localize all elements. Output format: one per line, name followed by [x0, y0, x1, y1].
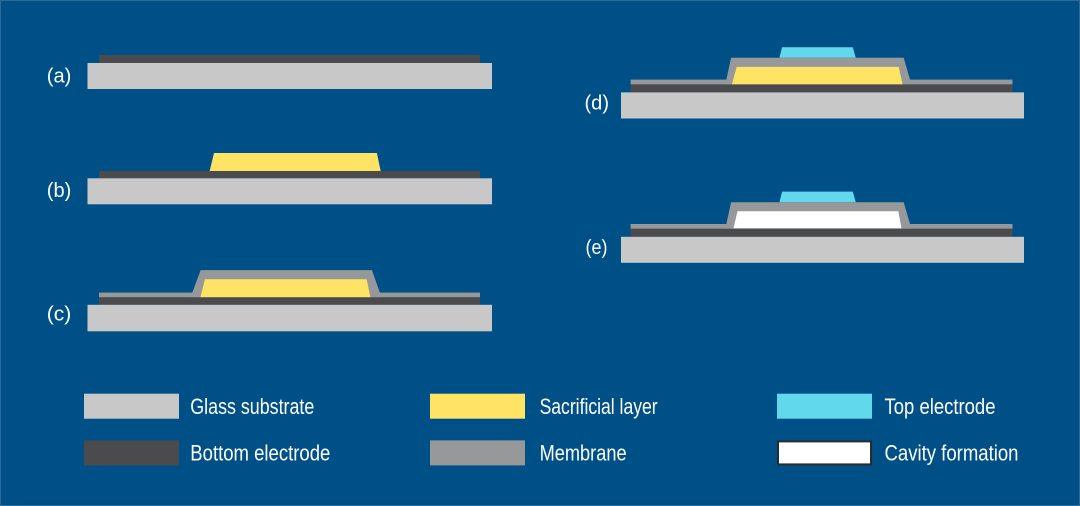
svg-text:Sacrificial layer: Sacrificial layer [540, 394, 658, 419]
svg-text:(c): (c) [47, 304, 72, 326]
svg-text:Membrane: Membrane [540, 441, 627, 466]
svg-text:Bottom electrode: Bottom electrode [190, 441, 330, 466]
svg-text:Cavity formation: Cavity formation [885, 441, 1019, 466]
svg-text:(d): (d) [585, 92, 610, 114]
svg-text:(b): (b) [47, 180, 71, 202]
svg-text:Glass substrate: Glass substrate [190, 394, 314, 419]
svg-text:(e): (e) [586, 237, 608, 259]
svg-text:Top electrode: Top electrode [885, 394, 996, 419]
svg-text:(a): (a) [47, 66, 71, 88]
